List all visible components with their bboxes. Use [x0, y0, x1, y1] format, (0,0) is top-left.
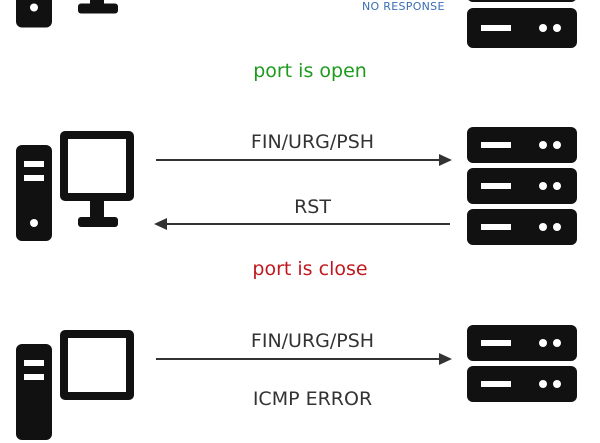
desktop-computer-icon [16, 0, 118, 28]
request-arrow [156, 353, 452, 365]
status-port-open: port is open [253, 60, 367, 82]
request-arrow [156, 154, 452, 166]
response-label: ICMP ERROR [252, 388, 373, 410]
desktop-computer-icon [16, 131, 134, 241]
response-arrow [154, 218, 450, 230]
response-label: RST [294, 196, 331, 218]
server-rack-icon [467, 0, 577, 48]
request-label: FIN/URG/PSH [250, 131, 375, 153]
no-response-label: NO RESPONSE [362, 0, 445, 13]
server-rack-icon [467, 325, 577, 402]
server-rack-icon [467, 127, 577, 245]
request-label: FIN/URG/PSH [250, 330, 375, 352]
status-port-close: port is close [252, 258, 368, 280]
desktop-computer-icon [16, 330, 134, 440]
